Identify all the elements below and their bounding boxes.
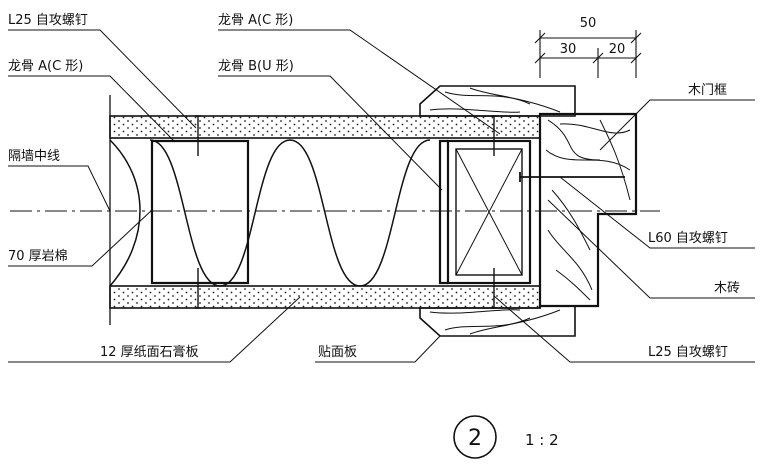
dim-part2: 20 — [609, 42, 626, 57]
detail-number: 2 — [468, 426, 482, 451]
rock-wool-wave — [109, 139, 431, 287]
label-gypsum-board: 12 厚纸面石膏板 — [100, 344, 199, 360]
label-wall-centerline: 隔墙中线 — [8, 149, 60, 164]
door-frame — [519, 112, 638, 308]
label-rock-wool: 70 厚岩棉 — [8, 249, 68, 264]
label-keel-a-top: 龙骨 A(C 形) — [218, 13, 293, 28]
keel-a-right — [446, 139, 532, 285]
keel-a-left — [150, 139, 250, 285]
gypsum-board-bottom — [109, 285, 541, 309]
label-keel-a-left: 龙骨 A(C 形) — [8, 59, 83, 74]
label-screw-l25-bottom: L25 自攻螺钉 — [648, 345, 728, 360]
detail-number-circle — [453, 415, 497, 459]
screw-icon-set — [195, 115, 497, 309]
label-wood-brick: 木砖 — [714, 281, 740, 296]
detail-scale: 1 : 2 — [525, 431, 559, 449]
label-door-frame: 木门框 — [688, 83, 727, 98]
label-screw-l60: L60 自攻螺钉 — [648, 231, 728, 246]
gypsum-board-top — [109, 115, 541, 139]
leader-lines — [8, 29, 755, 363]
label-keel-b: 龙骨 B(U 形) — [218, 59, 294, 74]
dimension-lines — [534, 30, 642, 78]
keel-b — [438, 139, 448, 285]
dim-total: 50 — [580, 16, 597, 31]
dim-part1: 30 — [560, 42, 577, 57]
label-screw-l25-top: L25 自攻螺钉 — [8, 13, 88, 28]
label-veneer-board: 贴面板 — [318, 345, 357, 360]
